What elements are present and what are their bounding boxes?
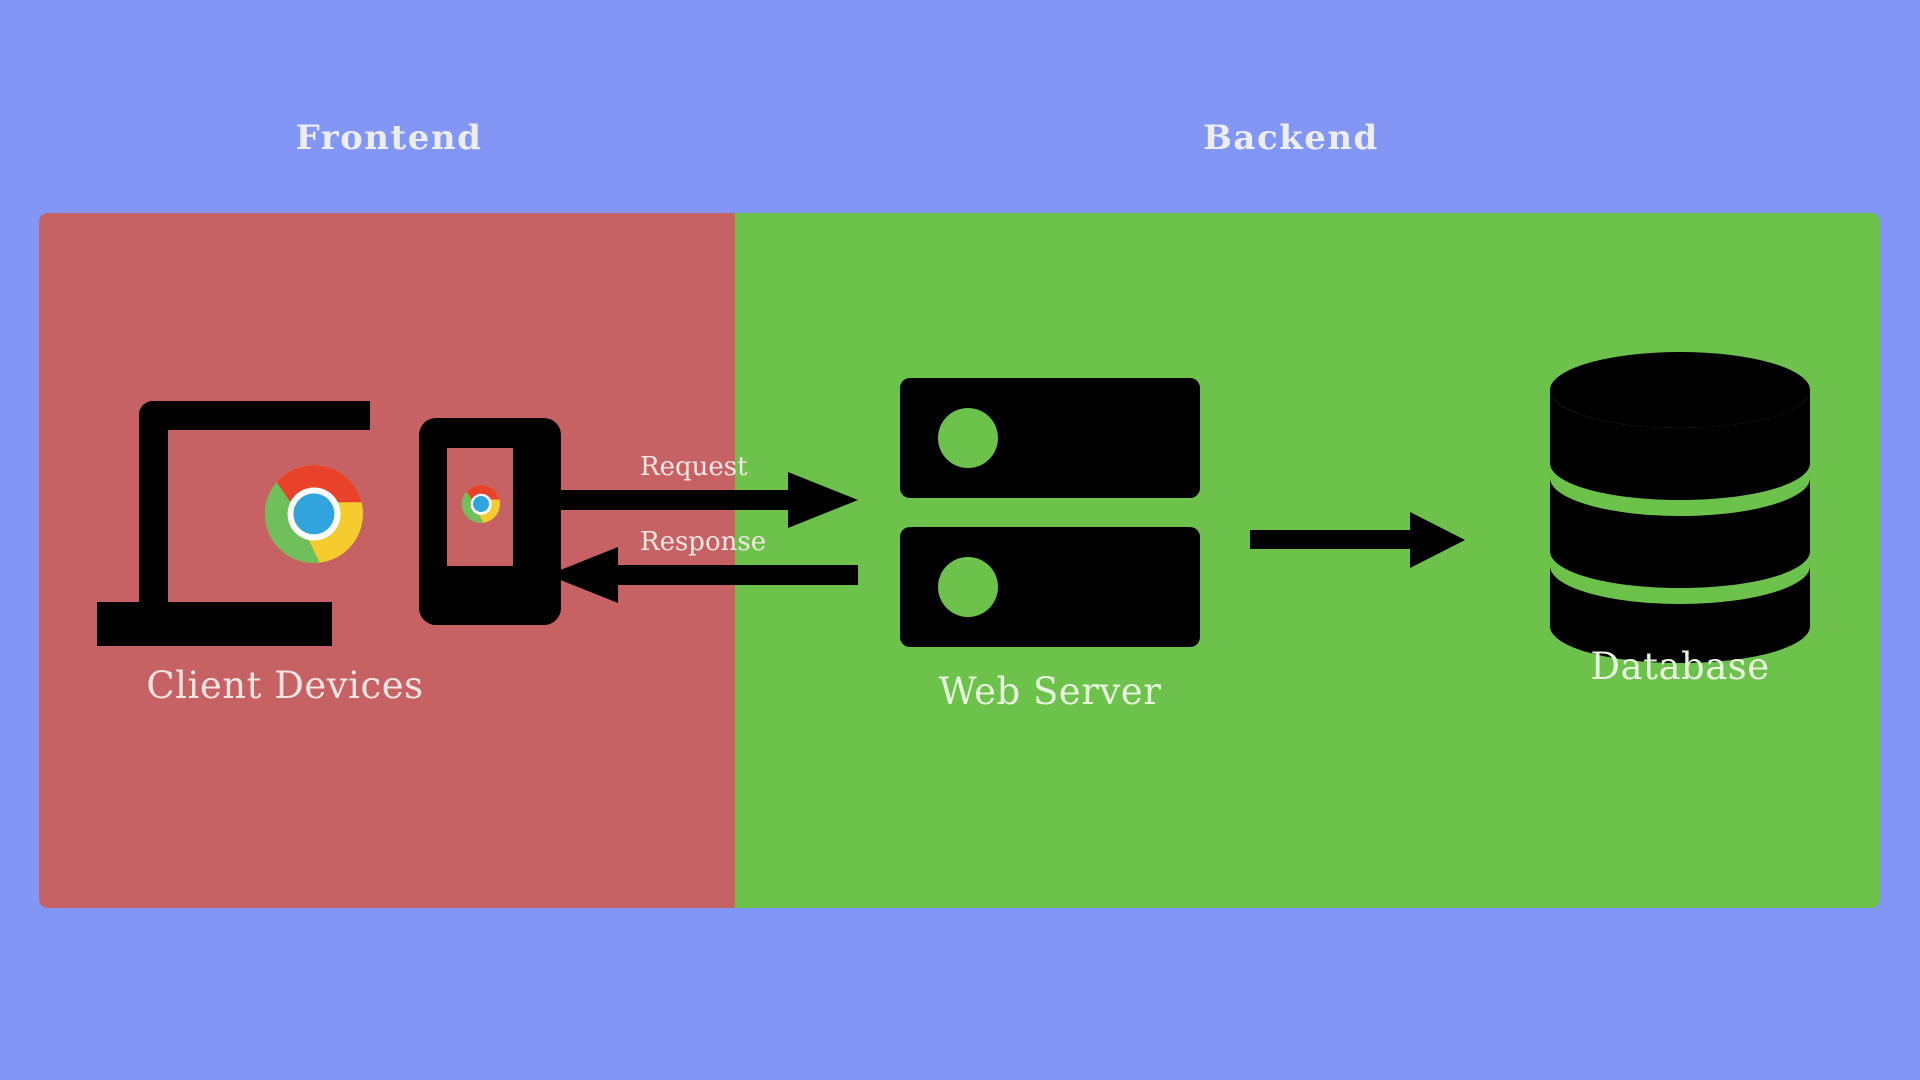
smartphone-icon (419, 418, 561, 625)
node-label-database: Database (1590, 645, 1770, 688)
laptop-lid-top-edge (139, 401, 370, 430)
server-indicator-light-bottom (938, 557, 998, 617)
arrow-server-to-database (1250, 512, 1465, 568)
chrome-logo-icon (265, 465, 363, 563)
server-rack-icon-unit-top (900, 378, 1200, 498)
chrome-logo-small-icon (462, 485, 500, 523)
section-title-backend: Backend (1203, 118, 1379, 158)
laptop-icon (97, 385, 397, 657)
arrow-request (548, 472, 858, 528)
node-web-server[interactable]: Web Server (890, 370, 1210, 713)
server-indicator-light-top (938, 408, 998, 468)
arrow-label-request: Request (640, 452, 748, 482)
node-client-devices[interactable]: Client Devices (60, 370, 561, 707)
section-title-frontend: Frontend (295, 118, 483, 158)
node-database[interactable]: Database (1525, 345, 1835, 688)
node-label-web-server: Web Server (938, 670, 1162, 713)
chrome-blue-center-small (473, 496, 489, 512)
chrome-red-segment-small (462, 485, 500, 500)
database-cylinder-icon (1550, 352, 1810, 663)
chrome-blue-center (293, 493, 335, 535)
laptop-lid-left-edge (139, 401, 168, 631)
arrow-response (548, 547, 858, 603)
node-label-client-devices: Client Devices (146, 664, 424, 707)
arrow-label-response: Response (640, 527, 767, 557)
laptop-base (97, 602, 332, 646)
server-rack-icon-unit-bottom (900, 527, 1200, 647)
